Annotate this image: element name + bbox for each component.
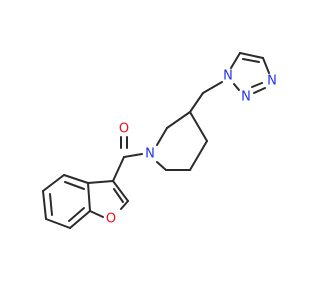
atom-n-triazole-3: N	[267, 74, 277, 89]
bond-tri-c4-n3	[262, 57, 270, 74]
bond-tri-n3-n2-inner	[251, 82, 263, 88]
atom-n-triazole-2: N	[241, 90, 251, 105]
atom-n-piperidine: N	[145, 147, 155, 162]
bond-bz-c6-c7	[45, 218, 71, 229]
atom-o-furan: O	[106, 212, 116, 227]
bond-tri-n1-c5	[230, 52, 241, 69]
atom-n-triazole-1: N	[223, 69, 233, 84]
bond-ch2-ntri	[202, 81, 223, 94]
bond-furan-o-c7a	[89, 210, 104, 218]
structure-diagram: O N N N N O	[42, 52, 277, 229]
bond-pip-n-c2	[156, 127, 168, 146]
bond-c3-ch2	[189, 92, 204, 113]
bond-bz-c4-c5	[42, 174, 65, 192]
bond-bz-c3a-c4-inner	[64, 181, 85, 190]
bond-tri-n2-n1	[233, 83, 240, 91]
bond-tri-n3-n2	[253, 87, 266, 94]
bond-pip-c6-n	[156, 161, 167, 171]
bond-furan-c3-c2	[112, 180, 129, 202]
bonds	[42, 52, 270, 229]
bond-furan-c2-o	[120, 200, 129, 210]
bond-bz-c5-c6	[42, 190, 47, 220]
bond-pip-c3-c4	[189, 111, 208, 142]
bond-bz-c7-c7a-inner	[68, 207, 85, 222]
bond-tri-c5-c4-inner	[242, 58, 260, 63]
bond-bz-c3a-c7a	[87, 182, 91, 212]
bond-tri-c5-c4	[239, 52, 264, 59]
atom-o-carbonyl: O	[119, 122, 129, 137]
bond-carbonyl-n	[123, 153, 143, 158]
bond-furan-c3-c2-inner	[113, 188, 124, 203]
bond-carbonyl-c3	[112, 156, 125, 182]
bond-pip-c4-c5	[189, 140, 208, 171]
molecule-canvas: O N N N N O	[42, 52, 277, 229]
atom-labels: O N N N N O	[106, 69, 277, 227]
bond-furan-c3-c3a	[87, 180, 114, 184]
bond-bz-c5-c6-inner	[49, 193, 53, 216]
bond-bz-c7-c7a	[69, 210, 91, 229]
bond-pip-c2-c3	[166, 111, 191, 129]
bond-bz-c3a-c4	[63, 174, 89, 184]
